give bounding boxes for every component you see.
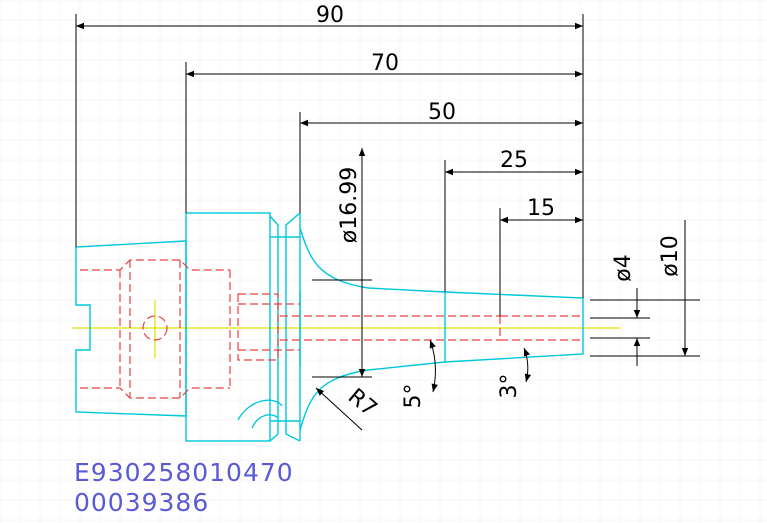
part-codes: E930258010470 00039386 xyxy=(74,458,294,518)
dim-diameter-tip: ø10 xyxy=(658,235,683,276)
part-number: E930258010470 xyxy=(74,458,294,487)
hidden-lines xyxy=(80,259,583,399)
dim-angle-tip: 3° xyxy=(497,374,522,399)
dim-radius: R7 xyxy=(343,384,382,422)
dim-face-to-tip: 50 xyxy=(428,100,456,125)
dim-flange-to-tip: 70 xyxy=(371,51,399,76)
dim-angle-outer: 5° xyxy=(401,384,426,409)
serial-number: 00039386 xyxy=(74,488,210,517)
dim-taper-length: 25 xyxy=(500,148,528,173)
dim-diameter-body: ø16.99 xyxy=(337,167,362,243)
dim-bore-length: 15 xyxy=(527,196,555,221)
centerline xyxy=(72,300,620,358)
dim-overall-length: 90 xyxy=(316,3,344,28)
holder-outline xyxy=(75,212,584,442)
dim-diameter-bore: ø4 xyxy=(611,254,636,281)
dimension-lines xyxy=(76,22,689,431)
